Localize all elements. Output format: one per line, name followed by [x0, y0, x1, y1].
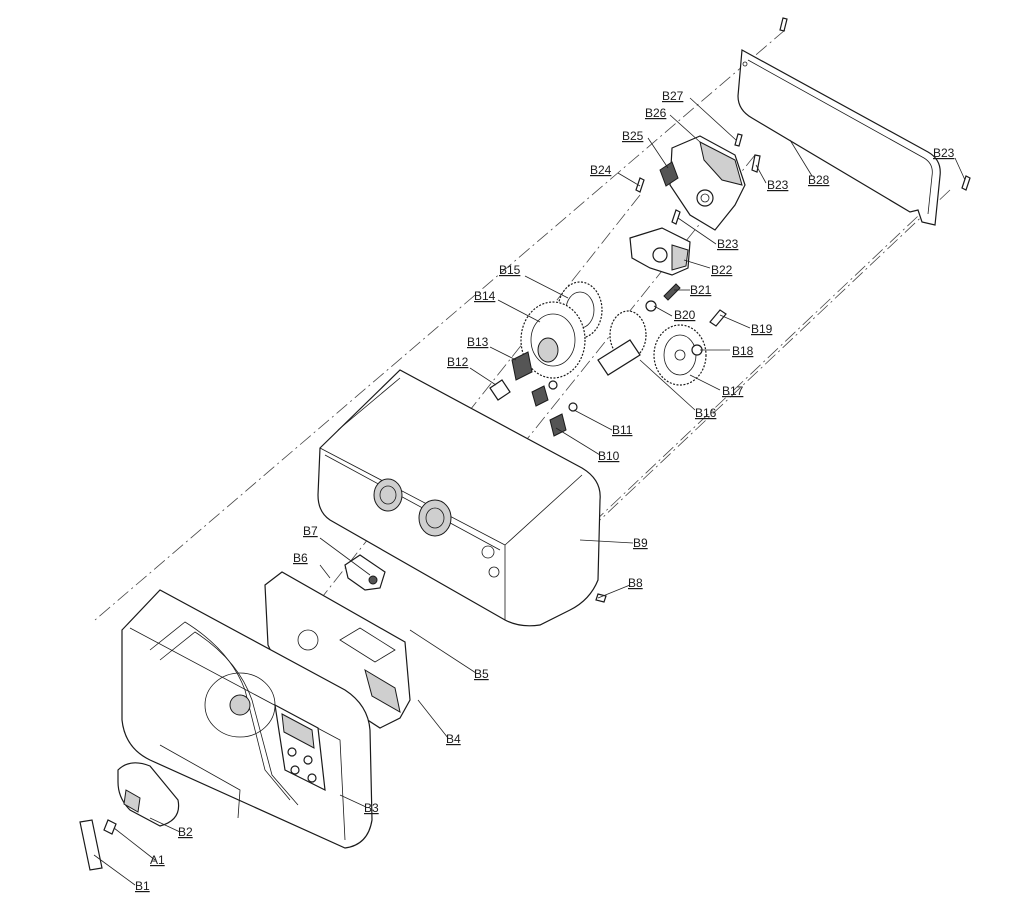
part-b12-fitting [489, 379, 511, 401]
label-b26: B26 [645, 106, 667, 120]
label-b21: B21 [690, 283, 712, 297]
part-b28-cover-plate [737, 49, 941, 226]
label-b25: B25 [622, 129, 644, 143]
small-hardware [489, 17, 971, 603]
label-b1: B1 [135, 879, 150, 893]
label-b3: B3 [364, 801, 379, 815]
label-b17: B17 [722, 384, 744, 398]
label-b18: B18 [732, 344, 754, 358]
part-b24-pin [635, 177, 645, 193]
part-a1-screw [103, 819, 117, 835]
label-b9: B9 [633, 536, 648, 550]
part-b21-screw [663, 283, 681, 301]
part-b9-housing [317, 369, 601, 627]
part-top-screw [779, 17, 788, 32]
label-b23-mid: B23 [767, 178, 789, 192]
part-b10-spring-upper [531, 385, 549, 407]
label-b13: B13 [467, 335, 489, 349]
part-b23-screw [751, 154, 761, 173]
label-b16: B16 [695, 406, 717, 420]
label-b14: B14 [474, 289, 496, 303]
label-b7: B7 [303, 524, 318, 538]
label-b28: B28 [808, 173, 830, 187]
label-b4: B4 [446, 732, 461, 746]
label-b15: B15 [499, 263, 521, 277]
label-b11: B11 [612, 423, 633, 437]
label-b10: B10 [598, 449, 620, 463]
label-b8: B8 [628, 576, 643, 590]
label-b23-lower: B23 [717, 237, 739, 251]
label-a1: A1 [150, 853, 165, 867]
label-b22: B22 [711, 263, 733, 277]
label-b24: B24 [590, 163, 612, 177]
callout-labels: A1 B1 B2 B3 B4 B5 B6 B7 B8 B9 B10 B11 B1… [135, 89, 955, 893]
part-b22-bracket [629, 227, 691, 276]
label-b20: B20 [674, 308, 696, 322]
part-b27-screw [734, 133, 743, 147]
part-b23-screw-right [961, 175, 971, 191]
part-b13-spring [511, 351, 533, 381]
part-b1-label [79, 819, 103, 871]
label-b12: B12 [447, 355, 469, 369]
label-b5: B5 [474, 667, 489, 681]
part-b20-washer [645, 300, 657, 312]
part-b3-front-cover [121, 589, 373, 849]
part-b19-screw [709, 309, 727, 327]
part-b23-screw-lower [671, 209, 681, 225]
part-b16-gear-shaft [597, 310, 647, 376]
part-b11-ball [568, 402, 578, 412]
label-b23-right: B23 [933, 146, 955, 160]
label-b6: B6 [293, 551, 308, 565]
part-b6-circuit-board [264, 571, 411, 729]
label-b2: B2 [178, 825, 193, 839]
part-b10-spring [549, 413, 567, 437]
part-b25-motor-bracket [659, 135, 746, 231]
part-b14-gear [520, 301, 586, 379]
part-b11-seat [548, 380, 558, 390]
leader-lines [93, 97, 966, 886]
label-b27: B27 [662, 89, 684, 103]
label-b19: B19 [751, 322, 773, 336]
part-b2-cap [117, 762, 180, 827]
